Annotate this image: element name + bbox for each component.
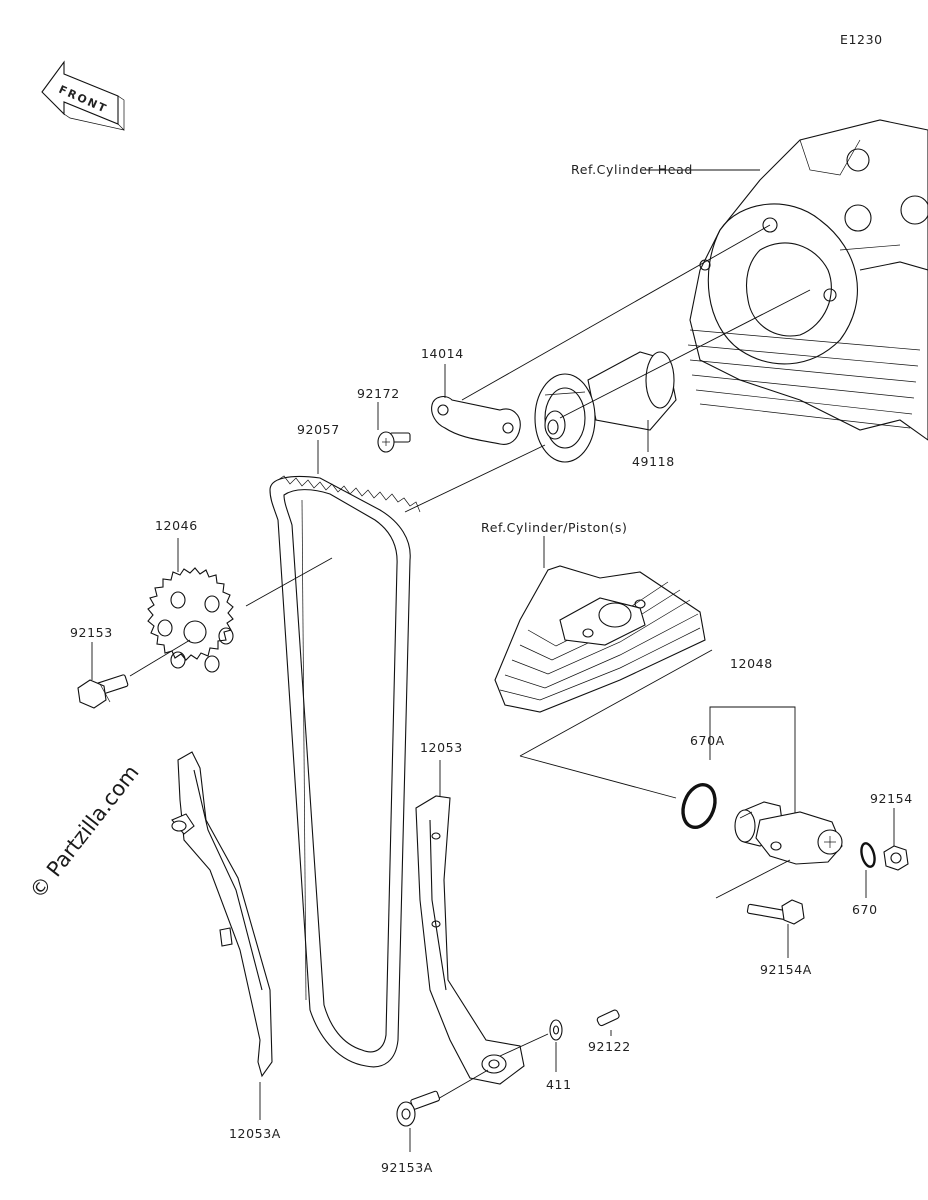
cam-sprocket-plate — [431, 396, 521, 445]
part-label-92153A: 92153A — [381, 1160, 433, 1175]
cam-sprocket — [147, 567, 234, 673]
part-label-12053: 12053 — [420, 740, 463, 755]
washer-411 — [549, 1019, 563, 1041]
part-label-92153: 92153 — [70, 625, 113, 640]
part-label-12048: 12048 — [730, 656, 773, 671]
pin-92122 — [596, 1009, 620, 1027]
diagram-code: E1230 — [840, 32, 883, 47]
part-label-14014: 14014 — [421, 346, 464, 361]
part-label-12053A: 12053A — [229, 1126, 281, 1141]
part-label-92057: 92057 — [297, 422, 340, 437]
part-label-92154A: 92154A — [760, 962, 812, 977]
ref-cylinder-piston-label: Ref.Cylinder/Piston(s) — [481, 520, 627, 535]
screw-92172 — [377, 431, 411, 453]
cylinder-head — [687, 119, 928, 441]
cam-chain — [269, 475, 421, 1068]
part-label-670: 670 — [852, 902, 878, 917]
o-ring-670A — [681, 782, 717, 830]
o-ring-670 — [860, 842, 876, 868]
part-label-92122: 92122 — [588, 1039, 631, 1054]
part-label-49118: 49118 — [632, 454, 675, 469]
front-arrow-icon: FRONT — [41, 60, 125, 131]
part-label-12046: 12046 — [155, 518, 198, 533]
chain-guide-12053 — [415, 795, 525, 1085]
chain-tensioner — [734, 801, 843, 865]
cylinder-block — [494, 565, 706, 713]
part-label-670A: 670A — [690, 733, 725, 748]
cap-bolt-92154 — [883, 845, 909, 871]
bolt-92153 — [77, 674, 129, 709]
watermark: © Partzilla.com — [25, 761, 144, 903]
bolt-92154A — [746, 899, 805, 925]
part-label-92154: 92154 — [870, 791, 913, 806]
chain-guide-12053A — [171, 751, 273, 1078]
camshaft — [534, 351, 677, 463]
part-label-92172: 92172 — [357, 386, 400, 401]
bolt-92153A — [396, 1090, 441, 1127]
ref-cylinder-head-label: Ref.Cylinder Head — [571, 162, 693, 177]
part-label-411: 411 — [546, 1077, 572, 1092]
